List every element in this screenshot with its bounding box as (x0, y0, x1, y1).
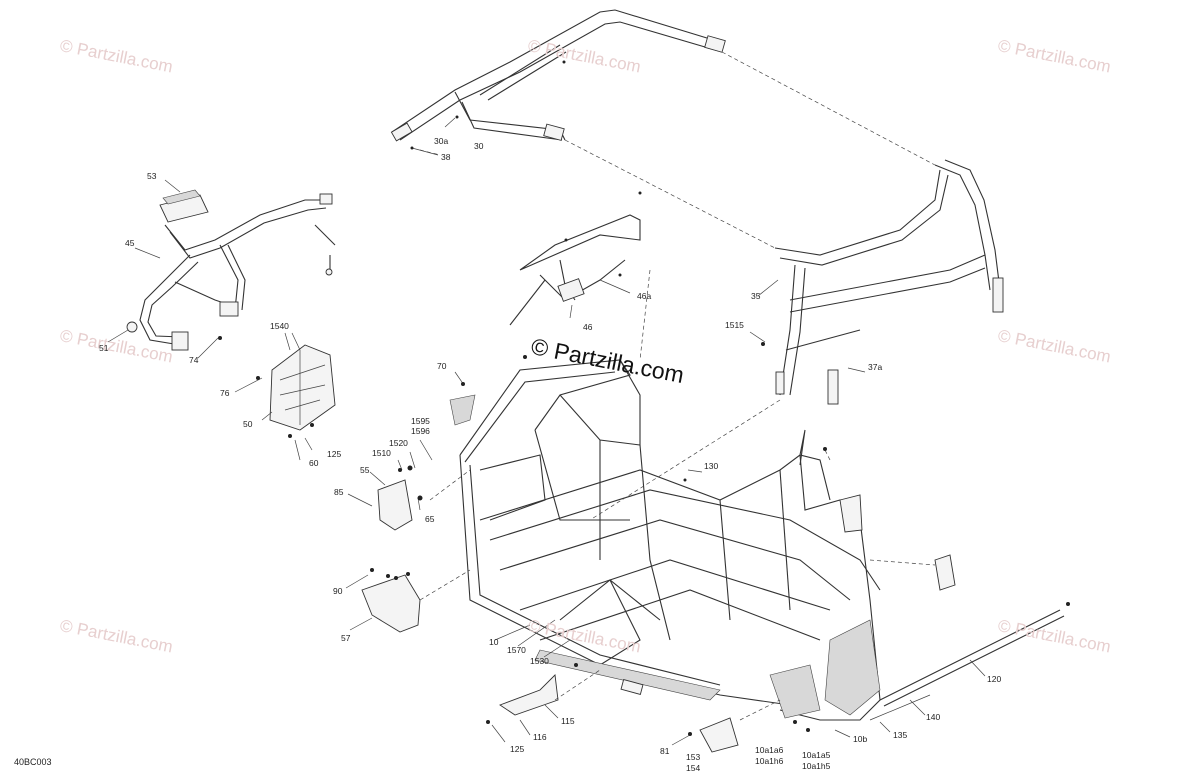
callout-65: 65 (425, 514, 435, 524)
mount-57-drawing (361, 574, 421, 633)
callout-140: 140 (926, 712, 941, 722)
callout-116: 116 (533, 732, 547, 742)
callout-1595: 1595 (411, 416, 430, 426)
callout-53: 53 (147, 171, 157, 181)
callout-57: 57 (341, 633, 351, 643)
mount-55-drawing (377, 479, 413, 531)
callout-81: 81 (660, 746, 670, 756)
callout-125-lower: 125 (510, 744, 525, 754)
fastener-dots (218, 60, 1070, 736)
callout-115: 115 (561, 716, 575, 726)
callout-74: 74 (189, 355, 199, 365)
callout-1520: 1520 (389, 438, 408, 448)
callout-30a: 30a (434, 136, 449, 146)
callout-10b: 10b (853, 734, 868, 744)
callout-1540: 1540 (270, 321, 289, 331)
bracket-115-drawing (499, 674, 559, 716)
callout-10a1a5-10a1h5: 10a1a5 10a1h5 (802, 750, 831, 771)
callout-120: 120 (987, 674, 1002, 684)
callout-90: 90 (333, 586, 343, 596)
callout-10: 10 (489, 637, 499, 647)
callout-76: 76 (220, 388, 230, 398)
callout-46a: 46a (637, 291, 652, 301)
callout-130: 130 (704, 461, 719, 471)
front-bar-drawing (126, 189, 336, 351)
callout-51: 51 (99, 343, 109, 353)
callout-60: 60 (309, 458, 319, 468)
callout-1596: 1596 (411, 426, 430, 436)
callout-125-upper: 125 (327, 449, 342, 459)
callout-35: 35 (751, 291, 761, 301)
callout-1570: 1570 (507, 645, 526, 655)
callout-38: 38 (441, 152, 451, 162)
callout-46: 46 (583, 322, 593, 332)
rail-120-drawing (869, 609, 1065, 721)
callout-135: 135 (893, 730, 908, 740)
callout-85: 85 (334, 487, 344, 497)
callout-1530: 1530 (530, 656, 549, 666)
callout-50: 50 (243, 419, 253, 429)
diagram-code: 40BC003 (14, 757, 52, 767)
callout-70: 70 (437, 361, 447, 371)
callout-1515: 1515 (725, 320, 744, 330)
callout-153-154: 153 154 (686, 752, 701, 773)
callout-55: 55 (360, 465, 370, 475)
callout-10a1a6-10a1h6: 10a1a6 10a1h6 (755, 745, 784, 766)
mount-50-drawing (269, 344, 336, 431)
bracket-81-drawing (699, 717, 739, 753)
bracket-rear-drawing (934, 554, 956, 591)
callout-45: 45 (125, 238, 135, 248)
roof-bar-drawing (390, 9, 726, 142)
callout-30: 30 (474, 141, 484, 151)
rear-cage-drawing (774, 159, 1004, 405)
bracket-46-drawing (509, 191, 642, 326)
main-chassis-drawing (449, 359, 881, 721)
callout-1510: 1510 (372, 448, 391, 458)
callout-37a: 37a (868, 362, 883, 372)
